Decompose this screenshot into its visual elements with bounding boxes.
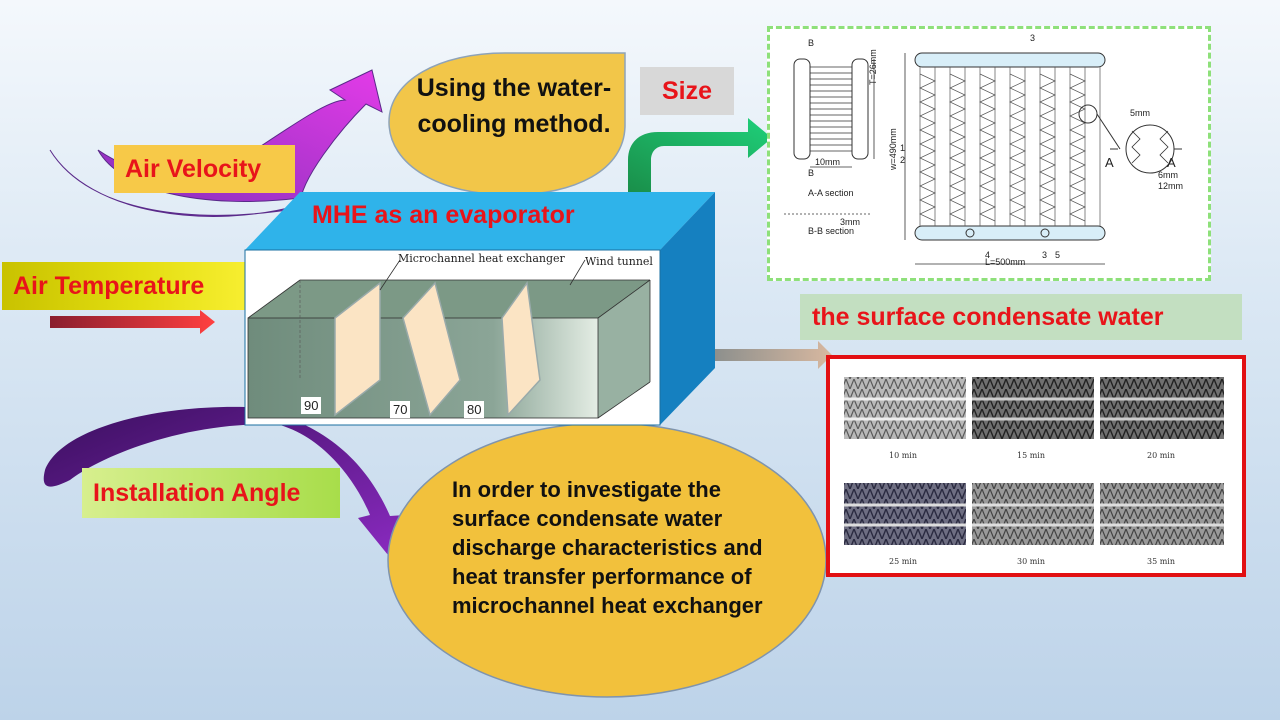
photo-20min — [1100, 377, 1224, 439]
installation-angle-arrow — [43, 406, 405, 555]
angle-90: 90 — [301, 397, 322, 414]
dim-3mm: 3mm — [840, 217, 860, 227]
dim-10mm: 10mm — [815, 157, 841, 167]
dim-l: L=500mm — [985, 257, 1026, 267]
size-label: Size — [640, 67, 734, 115]
dim-b-bottom: B — [808, 168, 815, 178]
mhe-box — [244, 192, 715, 426]
dim-6mm: 6mm — [1158, 170, 1178, 180]
air-temperature-label: Air Temperature — [2, 262, 245, 310]
plate-70 — [402, 281, 461, 417]
mark-a-left: A — [1105, 155, 1114, 170]
size-arrow — [628, 118, 772, 192]
dim-12mm: 12mm — [1158, 181, 1184, 191]
tunnel-label: Wind tunnel — [585, 255, 653, 268]
dim-t: T=26mm — [868, 49, 878, 85]
caption-20min: 20 min — [1146, 451, 1176, 460]
num-5: 5 — [1055, 250, 1061, 260]
dim-5mm: 5mm — [1130, 108, 1150, 118]
caption-30min: 30 min — [1016, 557, 1046, 566]
air-velocity-label: Air Velocity — [114, 145, 295, 193]
photo-15min — [972, 377, 1094, 439]
dim-b-top: B — [808, 38, 815, 48]
installation-angle-label: Installation Angle — [82, 468, 340, 518]
photo-25min — [844, 483, 966, 545]
num-2: 2 — [900, 155, 906, 165]
water-cooling-text: Using the water-cooling method. — [416, 74, 612, 138]
photo-10min — [844, 377, 966, 439]
mhe-title: MHE as an evaporator — [312, 201, 575, 229]
caption-35min: 35 min — [1146, 557, 1176, 566]
num-4: 4 — [985, 250, 991, 260]
photo-35min — [1100, 483, 1224, 545]
photo-grid — [844, 377, 1224, 545]
caption-15min: 15 min — [1016, 451, 1046, 460]
angle-80: 80 — [464, 401, 485, 418]
photo-30min — [972, 483, 1094, 545]
mhe-label: Microchannel heat exchanger — [398, 252, 565, 265]
num-1: 1 — [900, 143, 906, 153]
angle-70: 70 — [390, 401, 411, 418]
plate-90 — [334, 281, 381, 417]
num-3-top: 3 — [1030, 33, 1036, 43]
caption-10min: 10 min — [888, 451, 918, 460]
dim-w: w=490mm — [888, 128, 898, 170]
schematic-drawing — [784, 52, 1182, 265]
condensate-label: the surface condensate water — [800, 294, 1242, 340]
aa-section-label: A-A section — [808, 188, 854, 198]
water-cooling-bubble — [388, 52, 626, 196]
caption-25min: 25 min — [888, 557, 918, 566]
air-temperature-arrow — [50, 310, 215, 334]
mark-a-right: A — [1167, 155, 1176, 170]
num-3-bottom: 3 — [1042, 250, 1048, 260]
bb-section-label: B-B section — [808, 226, 855, 236]
investigate-text: In order to investigate the surface cond… — [452, 477, 763, 618]
plate-80 — [501, 281, 541, 417]
